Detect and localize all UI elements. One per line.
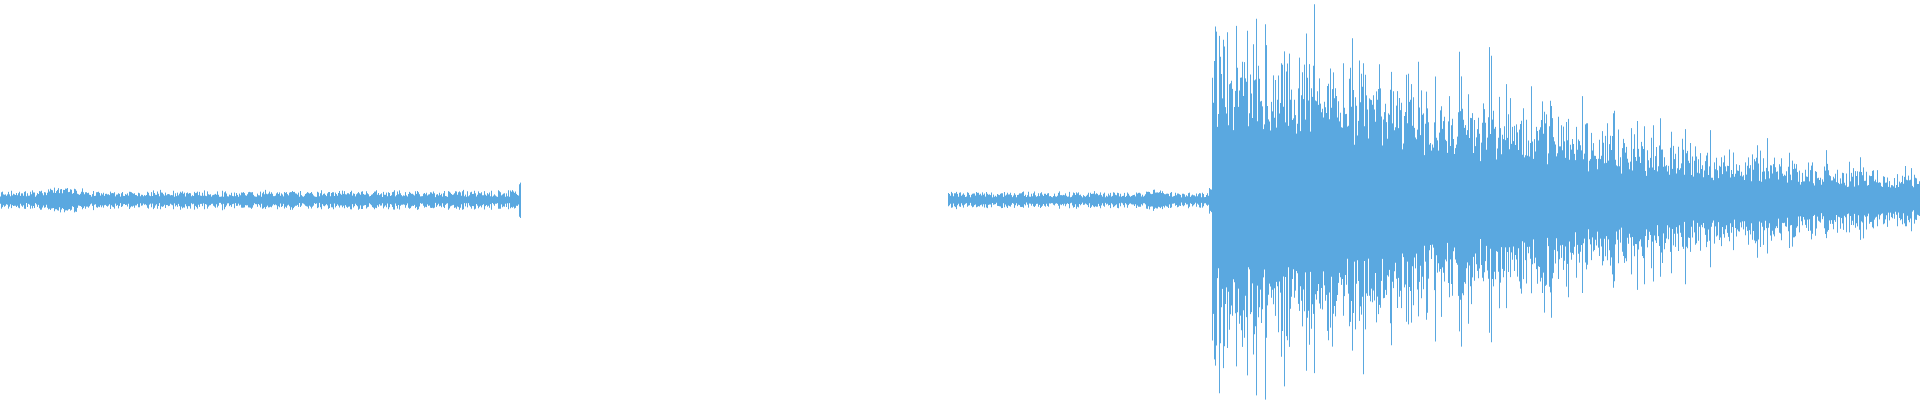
waveform-segment-2	[948, 189, 1209, 211]
waveform-segment-3	[1209, 4, 1920, 400]
waveform-peaks	[0, 4, 1920, 400]
waveform-segment-1	[0, 182, 521, 218]
